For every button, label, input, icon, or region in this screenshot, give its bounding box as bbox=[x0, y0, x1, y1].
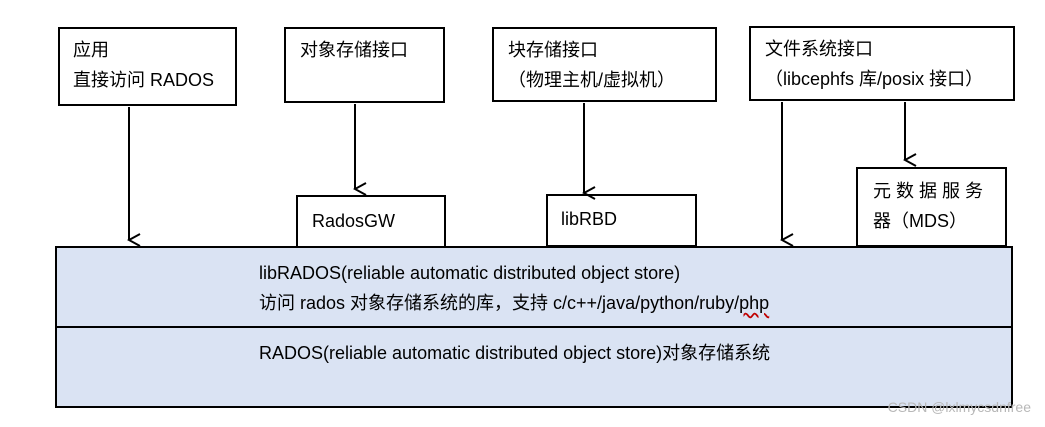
block-storage-interface-title: 块存储接口 bbox=[508, 40, 598, 60]
librados-layer: libRADOS(reliable automatic distributed … bbox=[55, 246, 1013, 328]
csdn-watermark: CSDN @lxlmycsdnfree bbox=[887, 399, 1031, 415]
app-box-subtitle: 直接访问 RADOS bbox=[73, 70, 215, 90]
app-box-title: 应用 bbox=[73, 40, 109, 60]
app-box: 应用 直接访问 RADOS bbox=[58, 27, 237, 106]
librados-layer-title: libRADOS(reliable automatic distributed … bbox=[259, 263, 681, 283]
librbd-label: libRBD bbox=[561, 209, 618, 229]
block-storage-interface-box: 块存储接口 （物理主机/虚拟机） bbox=[492, 27, 717, 102]
file-system-interface-title: 文件系统接口 bbox=[765, 39, 873, 59]
rados-layer-title: RADOS(reliable automatic distributed obj… bbox=[259, 343, 771, 363]
file-system-interface-box: 文件系统接口 （libcephfs 库/posix 接口） bbox=[749, 26, 1015, 101]
radosgw-box: RadosGW bbox=[296, 195, 446, 248]
librados-layer-description: 访问 rados 对象存储系统的库，支持 c/c++/java/python/r… bbox=[259, 293, 770, 313]
radosgw-label: RadosGW bbox=[312, 211, 396, 231]
mds-title: 元 数 据 服 务 bbox=[873, 181, 984, 201]
object-storage-interface-label: 对象存储接口 bbox=[300, 40, 408, 60]
rados-layer: RADOS(reliable automatic distributed obj… bbox=[55, 326, 1013, 408]
mds-subtitle: 器（MDS） bbox=[873, 211, 967, 231]
file-system-interface-subtitle: （libcephfs 库/posix 接口） bbox=[765, 69, 984, 89]
object-storage-interface-box: 对象存储接口 bbox=[284, 27, 445, 103]
block-storage-interface-subtitle: （物理主机/虚拟机） bbox=[508, 70, 676, 90]
spellcheck-underlined-word: php bbox=[739, 293, 770, 313]
